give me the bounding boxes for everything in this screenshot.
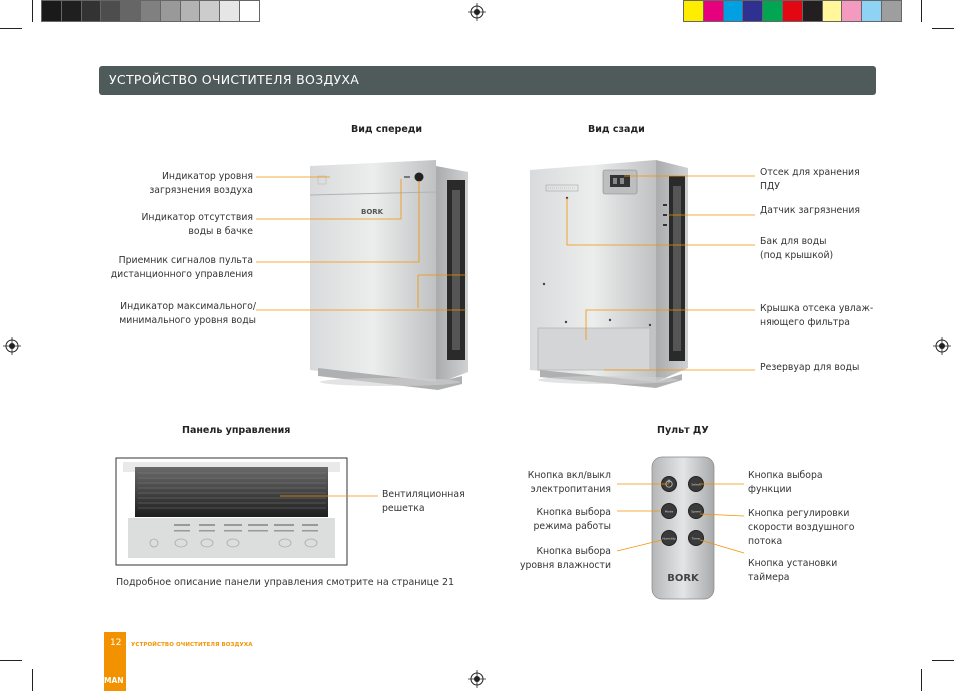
page-number: 12: [110, 638, 122, 648]
label-timer-button: Кнопка установки таймера: [748, 558, 838, 583]
label-air-pollution-indicator: Индикатор уровня загрязнения воздуха: [149, 171, 253, 196]
color-swatch: [159, 0, 181, 22]
footer-section-title: УСТРОЙСТВО ОЧИСТИТЕЛЯ ВОЗДУХА: [131, 642, 253, 648]
footer-brand: MAN: [104, 676, 124, 685]
color-swatch: [801, 0, 823, 22]
svg-text:Timer: Timer: [691, 537, 701, 541]
label-power-button: Кнопка вкл/выкл электропитания: [527, 470, 611, 495]
color-swatch: [139, 0, 161, 22]
color-swatch: [80, 0, 102, 22]
color-swatch: [179, 0, 201, 22]
crop-mark: [921, 669, 922, 691]
label-filter-cover: Крышка отсека увлаж- няющего фильтра: [760, 303, 874, 328]
color-swatch: [702, 0, 724, 22]
crop-mark: [921, 0, 922, 22]
color-swatch: [683, 0, 704, 22]
svg-text:Speed: Speed: [691, 510, 701, 514]
label-water-tank: Бак для воды (под крышкой): [760, 236, 834, 261]
color-swatch: [238, 0, 260, 22]
label-no-water-indicator: Индикатор отсутствия воды в бачке: [141, 212, 253, 237]
label-remote-receiver: Приемник сигналов пульта дистанционного …: [110, 255, 253, 280]
label-ventilation-grille: Вентиляционная решетка: [382, 489, 465, 514]
registration-mark-icon: [933, 337, 951, 355]
color-swatch: [742, 0, 764, 22]
label-pollution-sensor: Датчик загрязнения: [760, 205, 860, 216]
remote-image: Select Mode Speed Humidity Timer BORK: [651, 456, 715, 600]
color-swatch: [861, 0, 882, 22]
power-button-icon: [661, 476, 677, 492]
label-water-level-indicator: Индикатор максимального/ минимального ур…: [119, 301, 256, 326]
label-remote-storage: Отсек для хранения ПДУ: [760, 167, 860, 192]
color-swatch: [219, 0, 240, 22]
color-swatch: [199, 0, 221, 22]
section-title: УСТРОЙСТВО ОЧИСТИТЕЛЯ ВОЗДУХА: [109, 72, 360, 87]
control-panel-image: [115, 457, 348, 566]
label-water-reservoir: Резервуар для воды: [760, 362, 860, 373]
crop-mark: [0, 28, 22, 29]
back-view-caption: Вид сзади: [588, 124, 645, 135]
color-swatch: [781, 0, 803, 22]
front-view-caption: Вид спереди: [351, 124, 423, 135]
registration-mark-icon: [3, 337, 21, 355]
svg-text:Select: Select: [691, 483, 701, 487]
label-humidity-button: Кнопка выбора уровня влажности: [519, 546, 611, 571]
svg-text:BORK: BORK: [667, 573, 700, 584]
crop-mark: [32, 0, 33, 22]
registration-mark-icon: [468, 3, 486, 21]
color-swatch: [762, 0, 783, 22]
label-function-button: Кнопка выбора функции: [748, 470, 823, 495]
grayscale-swatches: [41, 0, 260, 22]
color-swatch: [722, 0, 744, 22]
crop-mark: [0, 660, 22, 661]
crop-mark: [32, 669, 33, 691]
color-swatches: [683, 0, 902, 22]
svg-text:Mode: Mode: [665, 510, 673, 514]
section-header: УСТРОЙСТВО ОЧИСТИТЕЛЯ ВОЗДУХА: [99, 66, 876, 95]
svg-text:Humidity: Humidity: [662, 537, 676, 541]
color-swatch: [60, 0, 82, 22]
crop-mark: [932, 28, 954, 29]
color-swatch: [100, 0, 122, 22]
back-purifier-image: [530, 160, 688, 388]
color-swatch: [120, 0, 141, 22]
label-speed-button: Кнопка регулировки скорости воздушного п…: [748, 508, 855, 547]
label-mode-button: Кнопка выбора режима работы: [533, 507, 611, 532]
page-tab: [104, 632, 126, 691]
control-panel-caption: Панель управления: [182, 425, 291, 436]
front-purifier-image: BORK: [309, 160, 468, 390]
color-swatch: [41, 0, 62, 22]
color-swatch: [821, 0, 843, 22]
color-swatch: [841, 0, 863, 22]
color-swatch: [880, 0, 902, 22]
registration-mark-icon: [468, 670, 486, 688]
control-panel-footnote: Подробное описание панели управления смо…: [116, 577, 455, 588]
svg-text:BORK: BORK: [361, 208, 384, 216]
crop-mark: [932, 660, 954, 661]
remote-caption: Пульт ДУ: [657, 425, 709, 436]
